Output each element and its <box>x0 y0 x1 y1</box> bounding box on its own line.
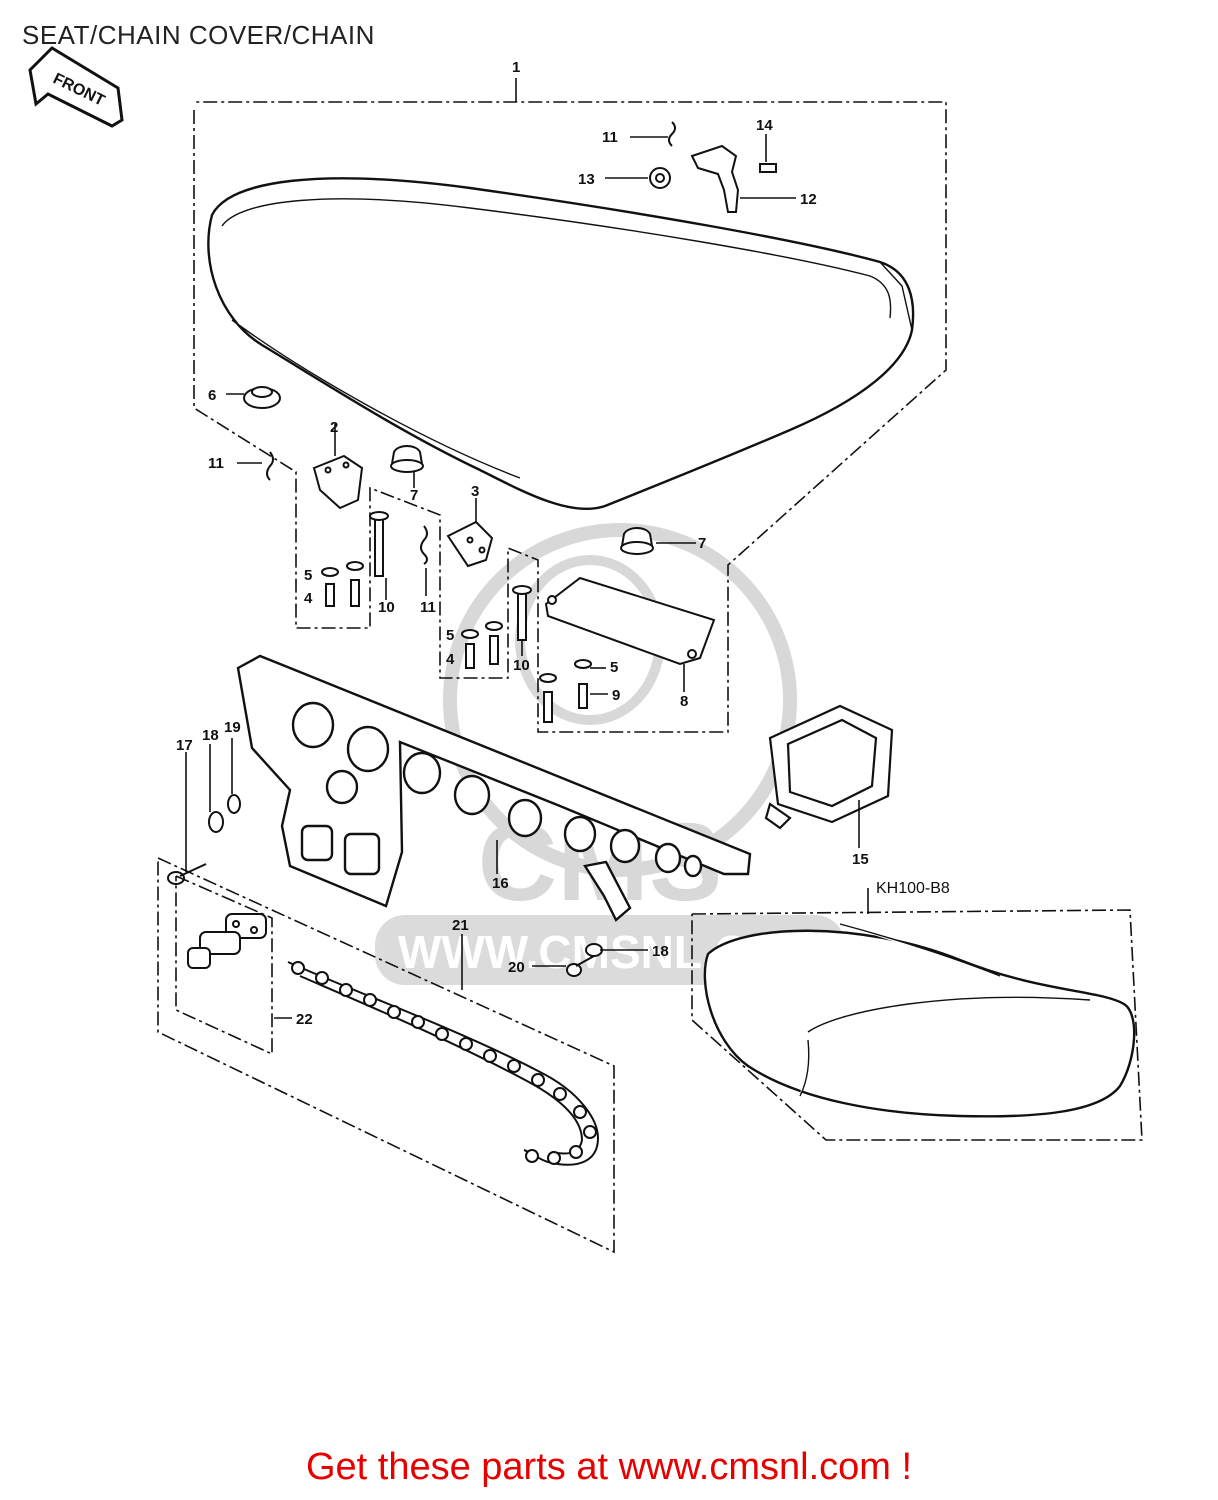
front-arrow: FRONT <box>28 46 124 128</box>
chain-cover <box>236 654 752 922</box>
callout-10-a: 10 <box>378 599 395 616</box>
callout-18-b: 18 <box>652 943 669 960</box>
callout-9: 9 <box>612 687 620 704</box>
callout-8: 8 <box>680 693 688 710</box>
variant-label: KH100-B8 <box>876 880 950 897</box>
callout-4-b: 4 <box>446 651 455 668</box>
callout-6: 6 <box>208 387 216 404</box>
chain-outline <box>157 857 615 1254</box>
page-title: SEAT/CHAIN COVER/CHAIN <box>22 20 375 50</box>
callout-13: 13 <box>578 171 595 188</box>
callout-20: 20 <box>508 959 525 976</box>
footer-cta-link[interactable]: Get these parts at www.cmsnl.com ! <box>305 1446 913 1488</box>
bolt-set <box>167 794 603 977</box>
callout-7-b: 7 <box>698 535 706 552</box>
callout-10-b: 10 <box>513 657 530 674</box>
callout-14: 14 <box>756 117 773 134</box>
callout-2: 2 <box>330 419 338 436</box>
tool-tray <box>764 704 894 830</box>
callout-16: 16 <box>492 875 509 892</box>
callout-11-top: 11 <box>602 129 618 146</box>
variant-seat <box>703 923 1136 1118</box>
callout-5-b: 5 <box>446 627 454 644</box>
callout-21: 21 <box>452 917 469 934</box>
seat-assembly-outline <box>193 101 947 733</box>
callout-1: 1 <box>512 59 520 76</box>
callout-7-a: 7 <box>410 487 418 504</box>
callout-11-left: 11 <box>208 455 224 472</box>
seat-hardware <box>243 121 777 723</box>
callout-18-a: 18 <box>202 727 219 744</box>
leader-lines <box>185 134 860 1019</box>
callout-12: 12 <box>800 191 817 208</box>
callout-11-mid: 11 <box>420 599 436 616</box>
callout-19: 19 <box>224 719 241 736</box>
callout-5-c: 5 <box>610 659 618 676</box>
chain <box>187 913 600 1166</box>
callout-17: 17 <box>176 737 193 754</box>
callout-4-a: 4 <box>304 590 313 607</box>
variant-outline <box>691 909 1143 1141</box>
seat <box>207 177 915 511</box>
callout-15: 15 <box>852 851 869 868</box>
callouts: 1 11 14 13 12 6 2 11 7 3 7 5 4 10 11 5 4… <box>176 59 869 1028</box>
callout-22: 22 <box>296 1011 313 1028</box>
callout-3: 3 <box>471 483 479 500</box>
callout-5-a: 5 <box>304 567 312 584</box>
